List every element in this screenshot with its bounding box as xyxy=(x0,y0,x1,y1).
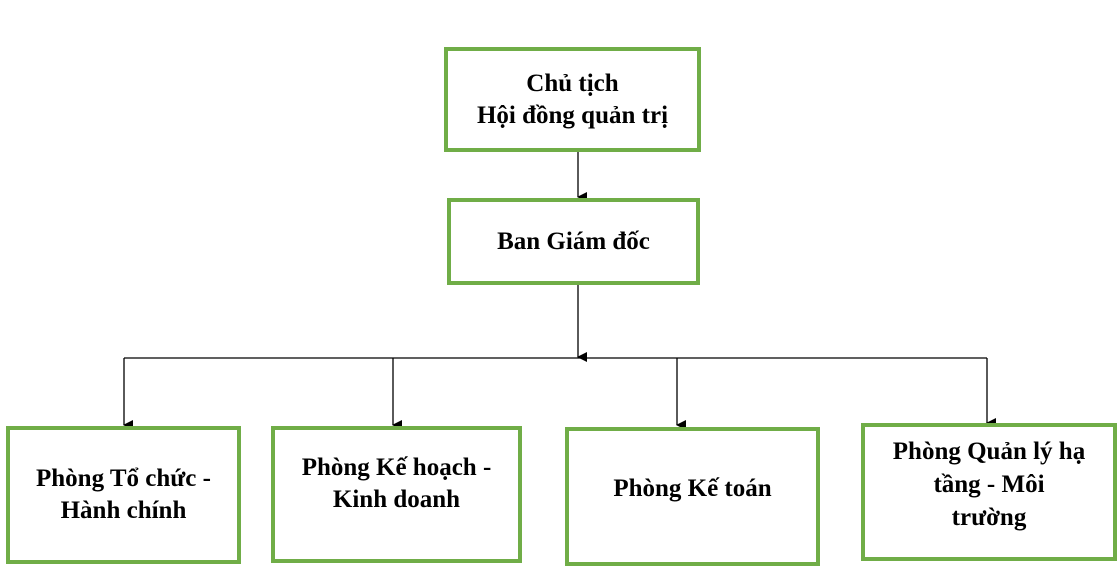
node-dept-planning: Phòng Kế hoạch - Kinh doanh xyxy=(271,426,522,563)
node-dept-infra-line3: trường xyxy=(951,504,1027,531)
node-board-label: Ban Giám đốc xyxy=(497,227,650,255)
node-dept-accounting: Phòng Kế toán xyxy=(565,427,820,566)
node-chairman-line1: Chủ tịch xyxy=(526,69,619,97)
node-chairman: Chủ tịch Hội đồng quản trị xyxy=(444,47,701,152)
node-chairman-line2: Hội đồng quản trị xyxy=(476,101,669,129)
node-dept-admin-line2: Hành chính xyxy=(60,497,187,524)
node-dept-infra-line1: Phòng Quản lý hạ xyxy=(892,438,1086,465)
node-dept-admin-line1: Phòng Tổ chức - xyxy=(36,465,211,492)
node-dept-infra-line2: tầng - Môi xyxy=(933,471,1045,498)
node-dept-infra: Phòng Quản lý hạ tầng - Môi trường xyxy=(861,423,1117,561)
node-dept-planning-line2: Kinh doanh xyxy=(332,486,461,513)
node-dept-admin: Phòng Tổ chức - Hành chính xyxy=(6,426,241,564)
node-dept-planning-line1: Phòng Kế hoạch - xyxy=(301,454,492,481)
node-dept-accounting-label: Phòng Kế toán xyxy=(613,475,772,502)
node-board: Ban Giám đốc xyxy=(447,198,700,285)
